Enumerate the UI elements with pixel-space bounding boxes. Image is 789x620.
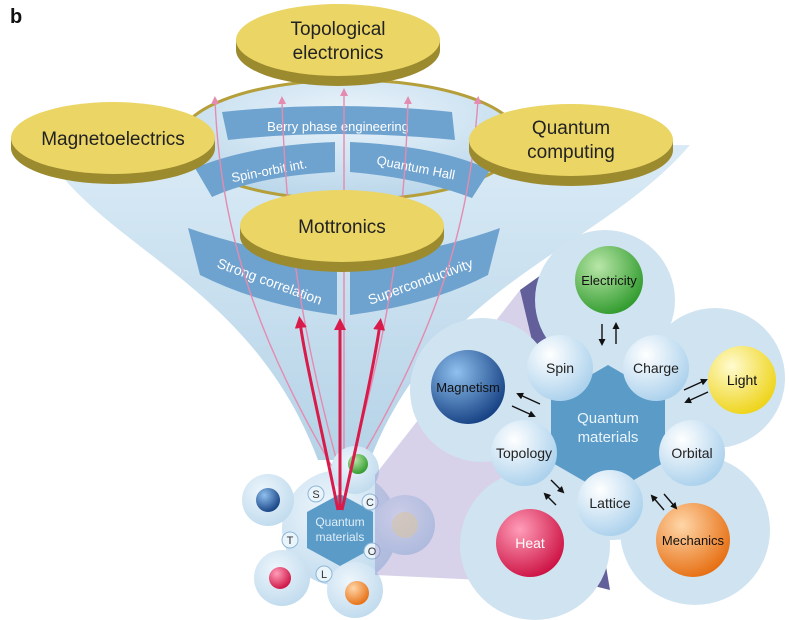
small-hex-center bbox=[307, 494, 373, 566]
platform-quantum-computing: Quantum computing bbox=[469, 104, 673, 186]
platform-top-line1: Topological bbox=[290, 19, 385, 40]
small-letter-t: T bbox=[281, 531, 299, 549]
svg-text:Electricity: Electricity bbox=[581, 273, 637, 288]
inner-lattice: Lattice bbox=[577, 470, 643, 536]
svg-text:Lattice: Lattice bbox=[589, 495, 630, 511]
small-center-line2: materials bbox=[316, 530, 365, 544]
arrow-magnetism-out bbox=[516, 392, 541, 405]
svg-text:Magnetism: Magnetism bbox=[436, 380, 500, 395]
inner-charge: Charge bbox=[623, 335, 689, 401]
small-letter-o: O bbox=[363, 542, 381, 560]
coupling-arrows bbox=[511, 322, 709, 511]
arrow-heat-in bbox=[543, 492, 557, 506]
big-cluster: Quantum materials Spin Charge Orbital La… bbox=[410, 230, 785, 620]
svg-text:Mechanics: Mechanics bbox=[662, 533, 725, 548]
small-center-line1: Quantum bbox=[315, 515, 364, 529]
outer-light: Light bbox=[708, 346, 776, 414]
inner-orbital: Orbital bbox=[659, 420, 725, 486]
band-superconductivity bbox=[350, 228, 500, 315]
outer-heat: Heat bbox=[496, 509, 564, 577]
platform-center-label: Mottronics bbox=[298, 217, 386, 238]
svg-text:Charge: Charge bbox=[633, 360, 679, 376]
svg-text:O: O bbox=[368, 546, 377, 558]
big-center-line1: Quantum bbox=[577, 410, 639, 427]
outer-electricity: Electricity bbox=[575, 246, 643, 314]
inner-topology: Topology bbox=[491, 420, 557, 486]
pink-arrow-1 bbox=[211, 96, 341, 481]
panel-label: b bbox=[10, 6, 23, 28]
big-hex-center bbox=[551, 365, 665, 495]
platform-top-line2: electronics bbox=[293, 43, 384, 64]
red-arrows bbox=[294, 316, 386, 511]
arrow-light-in bbox=[684, 391, 709, 404]
arrow-mechanics-in bbox=[663, 493, 678, 510]
small-letter-s: S bbox=[307, 485, 325, 503]
small-ball-magnetism bbox=[256, 488, 280, 512]
svg-text:T: T bbox=[287, 535, 294, 547]
svg-text:S: S bbox=[312, 489, 319, 501]
svg-text:Orbital: Orbital bbox=[671, 445, 712, 461]
pink-arrow-2 bbox=[278, 96, 343, 481]
outer-mechanics: Mechanics bbox=[656, 503, 730, 577]
arrow-magnetism-in bbox=[511, 405, 536, 418]
platform-magnetoelectrics: Magnetoelectrics bbox=[11, 102, 215, 184]
band-spin-orbit bbox=[195, 142, 335, 197]
arrow-heat-out bbox=[550, 479, 565, 494]
svg-text:L: L bbox=[321, 569, 327, 581]
arrow-mechanics-out bbox=[650, 494, 665, 511]
svg-text:Spin: Spin bbox=[546, 360, 574, 376]
svg-text:C: C bbox=[366, 497, 374, 509]
outer-magnetism: Magnetism bbox=[431, 350, 505, 424]
small-letter-c: C bbox=[361, 493, 379, 511]
platform-left-label: Magnetoelectrics bbox=[41, 129, 185, 150]
svg-text:Light: Light bbox=[727, 372, 757, 388]
inner-spin: Spin bbox=[527, 335, 593, 401]
small-ball-mechanics bbox=[345, 581, 369, 605]
red-arrow-1 bbox=[294, 316, 340, 511]
platform-right-line2: computing bbox=[527, 142, 615, 163]
platform-topological-electronics: Topological electronics bbox=[236, 4, 440, 86]
small-letter-l: L bbox=[315, 565, 333, 583]
svg-text:Heat: Heat bbox=[515, 535, 545, 551]
small-cluster: Quantum materials S C O L T bbox=[242, 446, 435, 618]
svg-text:Topology: Topology bbox=[496, 445, 552, 461]
small-ball-light bbox=[392, 512, 418, 538]
band-berry-phase bbox=[222, 106, 455, 140]
small-ball-heat bbox=[269, 567, 291, 589]
arrow-light-out bbox=[683, 378, 708, 391]
band-berry-phase-label: Berry phase engineering bbox=[267, 119, 409, 134]
big-center-line2: materials bbox=[578, 429, 639, 446]
funnel-bands: Berry phase engineering Spin-orbit int. … bbox=[188, 106, 500, 315]
platform-mottronics: Mottronics bbox=[240, 190, 444, 272]
band-quantum-hall bbox=[350, 142, 490, 198]
platform-right-line1: Quantum bbox=[532, 118, 610, 139]
red-arrow-3 bbox=[340, 318, 386, 511]
